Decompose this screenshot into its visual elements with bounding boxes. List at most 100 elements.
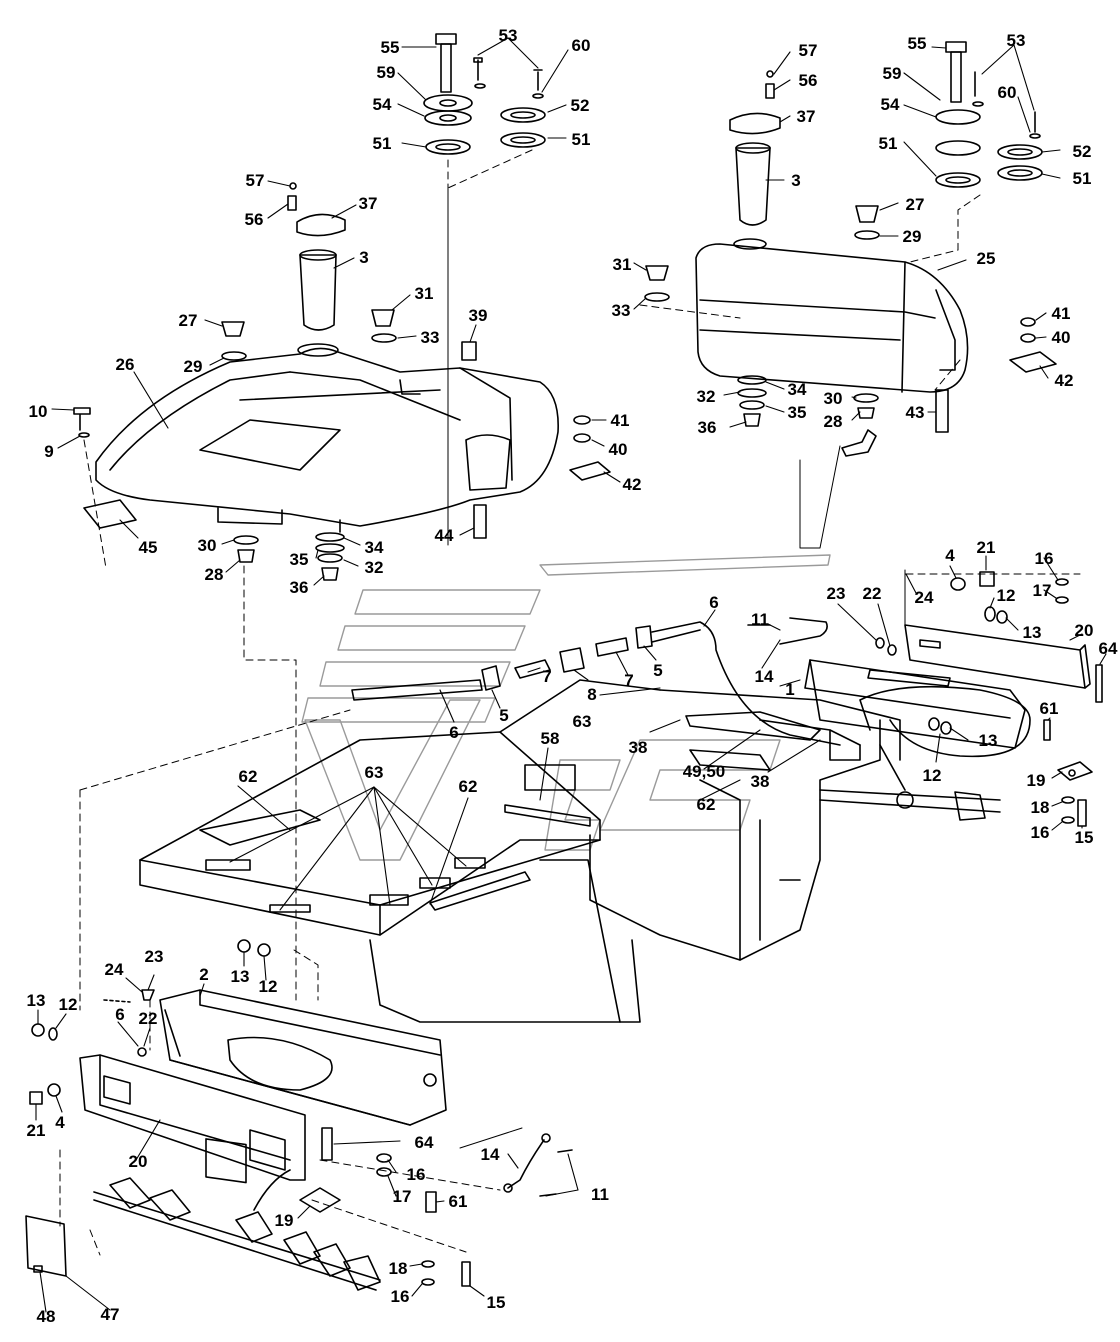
callout-label: 57 bbox=[799, 41, 818, 60]
callout-label: 25 bbox=[977, 249, 996, 268]
callout-label: 59 bbox=[883, 64, 902, 83]
callout-label: 48 bbox=[37, 1307, 56, 1326]
callout-label: 44 bbox=[435, 526, 454, 545]
callout-label: 59 bbox=[377, 63, 396, 82]
callout-label: 12 bbox=[259, 977, 278, 996]
callout-label: 30 bbox=[824, 389, 843, 408]
callout-label: 53 bbox=[499, 26, 518, 45]
callout-label: 60 bbox=[998, 83, 1017, 102]
callout-label: 62 bbox=[697, 795, 716, 814]
callout-label: 7 bbox=[542, 667, 551, 686]
callout-label: 55 bbox=[381, 38, 400, 57]
callout-label: 27 bbox=[179, 311, 198, 330]
callout-label: 12 bbox=[997, 586, 1016, 605]
callout-label: 28 bbox=[824, 412, 843, 431]
callout-label: 32 bbox=[697, 387, 716, 406]
callout-label: 11 bbox=[591, 1185, 609, 1204]
assembly-solid-lines bbox=[459, 445, 906, 1149]
callout-label: 2 bbox=[199, 965, 208, 984]
callout-label: 18 bbox=[389, 1259, 408, 1278]
callout-leader-lines bbox=[35, 37, 1107, 1313]
callout-label: 54 bbox=[373, 95, 392, 114]
callout-label: 4 bbox=[55, 1113, 65, 1132]
callout-label: 13 bbox=[231, 967, 250, 986]
callout-label: 13 bbox=[27, 991, 46, 1010]
callout-label: 36 bbox=[290, 578, 309, 597]
callout-label: 40 bbox=[1052, 328, 1071, 347]
callout-label: 28 bbox=[205, 565, 224, 584]
callout-label: 13 bbox=[1023, 623, 1042, 642]
callout-label: 36 bbox=[698, 418, 717, 437]
callout-label: 19 bbox=[1027, 771, 1046, 790]
callout-label: 14 bbox=[755, 667, 774, 686]
callout-label: 21 bbox=[977, 538, 996, 557]
callout-label: 21 bbox=[27, 1121, 46, 1140]
callout-label: 33 bbox=[612, 301, 631, 320]
callout-label: 10 bbox=[29, 402, 48, 421]
callout-label: 53 bbox=[1007, 31, 1026, 50]
callout-label: 3 bbox=[791, 171, 800, 190]
callout-label: 27 bbox=[906, 195, 925, 214]
callout-label: 24 bbox=[915, 588, 934, 607]
callout-label: 1 bbox=[785, 680, 794, 699]
callout-label: 37 bbox=[359, 194, 378, 213]
callout-label: 30 bbox=[198, 536, 217, 555]
callout-label: 23 bbox=[145, 947, 164, 966]
callout-label: 51 bbox=[572, 130, 591, 149]
callout-label: 63 bbox=[365, 763, 384, 782]
callout-label: 56 bbox=[245, 210, 264, 229]
callout-label: 6 bbox=[449, 723, 458, 742]
callout-label: 7 bbox=[624, 671, 633, 690]
callout-label: 3 bbox=[359, 248, 368, 267]
callout-label: 20 bbox=[1075, 621, 1094, 640]
callout-label: 42 bbox=[623, 475, 642, 494]
callout-label: 6 bbox=[115, 1005, 124, 1024]
callout-label: 13 bbox=[979, 731, 998, 750]
callout-label: 52 bbox=[571, 96, 590, 115]
callout-label: 17 bbox=[1033, 581, 1052, 600]
callout-label: 29 bbox=[903, 227, 922, 246]
callout-label: 55 bbox=[908, 34, 927, 53]
callout-label: 57 bbox=[246, 171, 265, 190]
callout-label: 62 bbox=[459, 777, 478, 796]
callout-label: 16 bbox=[1035, 549, 1054, 568]
callout-label: 11 bbox=[751, 610, 769, 629]
callout-label: 22 bbox=[863, 584, 882, 603]
callout-label: 61 bbox=[1040, 699, 1059, 718]
callout-label: 23 bbox=[827, 584, 846, 603]
callout-label: 14 bbox=[481, 1145, 500, 1164]
callout-label: 45 bbox=[139, 538, 158, 557]
callout-label: 12 bbox=[923, 766, 942, 785]
callout-label: 16 bbox=[407, 1165, 426, 1184]
callout-label: 4 bbox=[945, 546, 955, 565]
callout-label: 31 bbox=[415, 284, 434, 303]
callout-label: 22 bbox=[139, 1009, 158, 1028]
callout-label: 52 bbox=[1073, 142, 1092, 161]
callout-label: 37 bbox=[797, 107, 816, 126]
callout-label: 56 bbox=[799, 71, 818, 90]
callout-label: 34 bbox=[365, 538, 384, 557]
fuel-lines bbox=[351, 617, 1031, 758]
callout-label: 16 bbox=[1031, 823, 1050, 842]
callout-label: 64 bbox=[415, 1133, 434, 1152]
left-battery-box bbox=[25, 939, 573, 1291]
callout-label: 40 bbox=[609, 440, 628, 459]
tractor-chassis bbox=[139, 679, 1001, 1023]
callout-label: 6 bbox=[709, 593, 718, 612]
callout-label: 51 bbox=[1073, 169, 1092, 188]
callout-label: 15 bbox=[1075, 828, 1094, 847]
left-fuel-tank bbox=[95, 343, 559, 533]
callout-label: 19 bbox=[275, 1211, 294, 1230]
callout-label: 32 bbox=[365, 558, 384, 577]
callout-label: 39 bbox=[469, 306, 488, 325]
callout-label: 49,50 bbox=[683, 762, 726, 781]
callout-label: 9 bbox=[44, 442, 53, 461]
callout-label: 41 bbox=[611, 411, 630, 430]
callout-label: 34 bbox=[788, 380, 807, 399]
right-battery-tray bbox=[804, 571, 1103, 827]
right-fuel-tank bbox=[695, 238, 969, 393]
callout-label: 35 bbox=[290, 550, 309, 569]
callout-label: 20 bbox=[129, 1152, 148, 1171]
callout-label: 17 bbox=[393, 1187, 412, 1206]
